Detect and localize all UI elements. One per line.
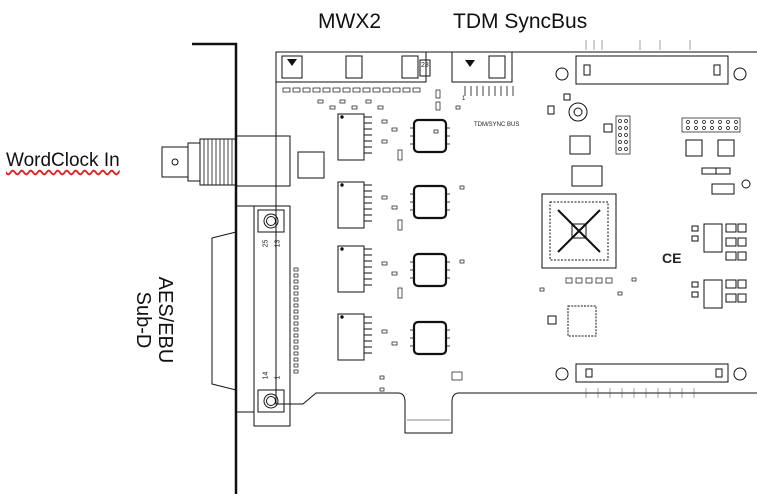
driver-chip [337,113,372,161]
ce-mark: CE [662,250,682,266]
voltage-regulator [691,223,747,261]
qfp-chip [412,252,448,288]
tdm-sync-bus-silkscreen: TDM/SYNC BUS [474,122,520,128]
wordclock-in-label: WordClock In [6,150,120,171]
mounting-bracket [192,42,238,494]
tdm-pin-1-mark: 1 [462,96,466,102]
driver-chip [337,245,372,293]
qfp-chip [412,320,448,356]
top-header-connector [555,55,747,85]
tdm-syncbus-label: TDM SyncBus [453,10,588,33]
fpga-chip [541,193,617,269]
mwx2-label: MWX2 [318,10,381,33]
dsub-pin-1-mark: 1 [274,375,282,380]
aes-ebu-label-line2: Sub-D [132,291,154,349]
voltage-regulator [691,279,747,309]
aes-ebu-label-line1: AES/EBU [154,276,176,364]
qfp-chip [412,118,448,154]
bottom-header-connector [555,363,747,383]
dsub-pin-14-mark: 14 [262,371,270,380]
tdm-syncbus-connector [451,51,513,83]
oscillator [568,102,588,122]
driver-chip [337,181,372,229]
dsub-pin-13-mark: 13 [274,239,282,248]
aes-ebu-subd-label: AES/EBU Sub-D [132,270,176,370]
aes-ebu-subd-connector [211,205,291,427]
mwx2-pin-28-mark: 28 [421,62,429,69]
qfp-chip [412,184,448,220]
bga-chip [567,305,597,337]
mwx2-connector [275,51,427,83]
pcb-outline [275,51,757,434]
dsub-pin-25-mark: 25 [262,239,270,248]
wordclock-bnc-connector [161,135,291,187]
driver-chip [337,313,372,361]
